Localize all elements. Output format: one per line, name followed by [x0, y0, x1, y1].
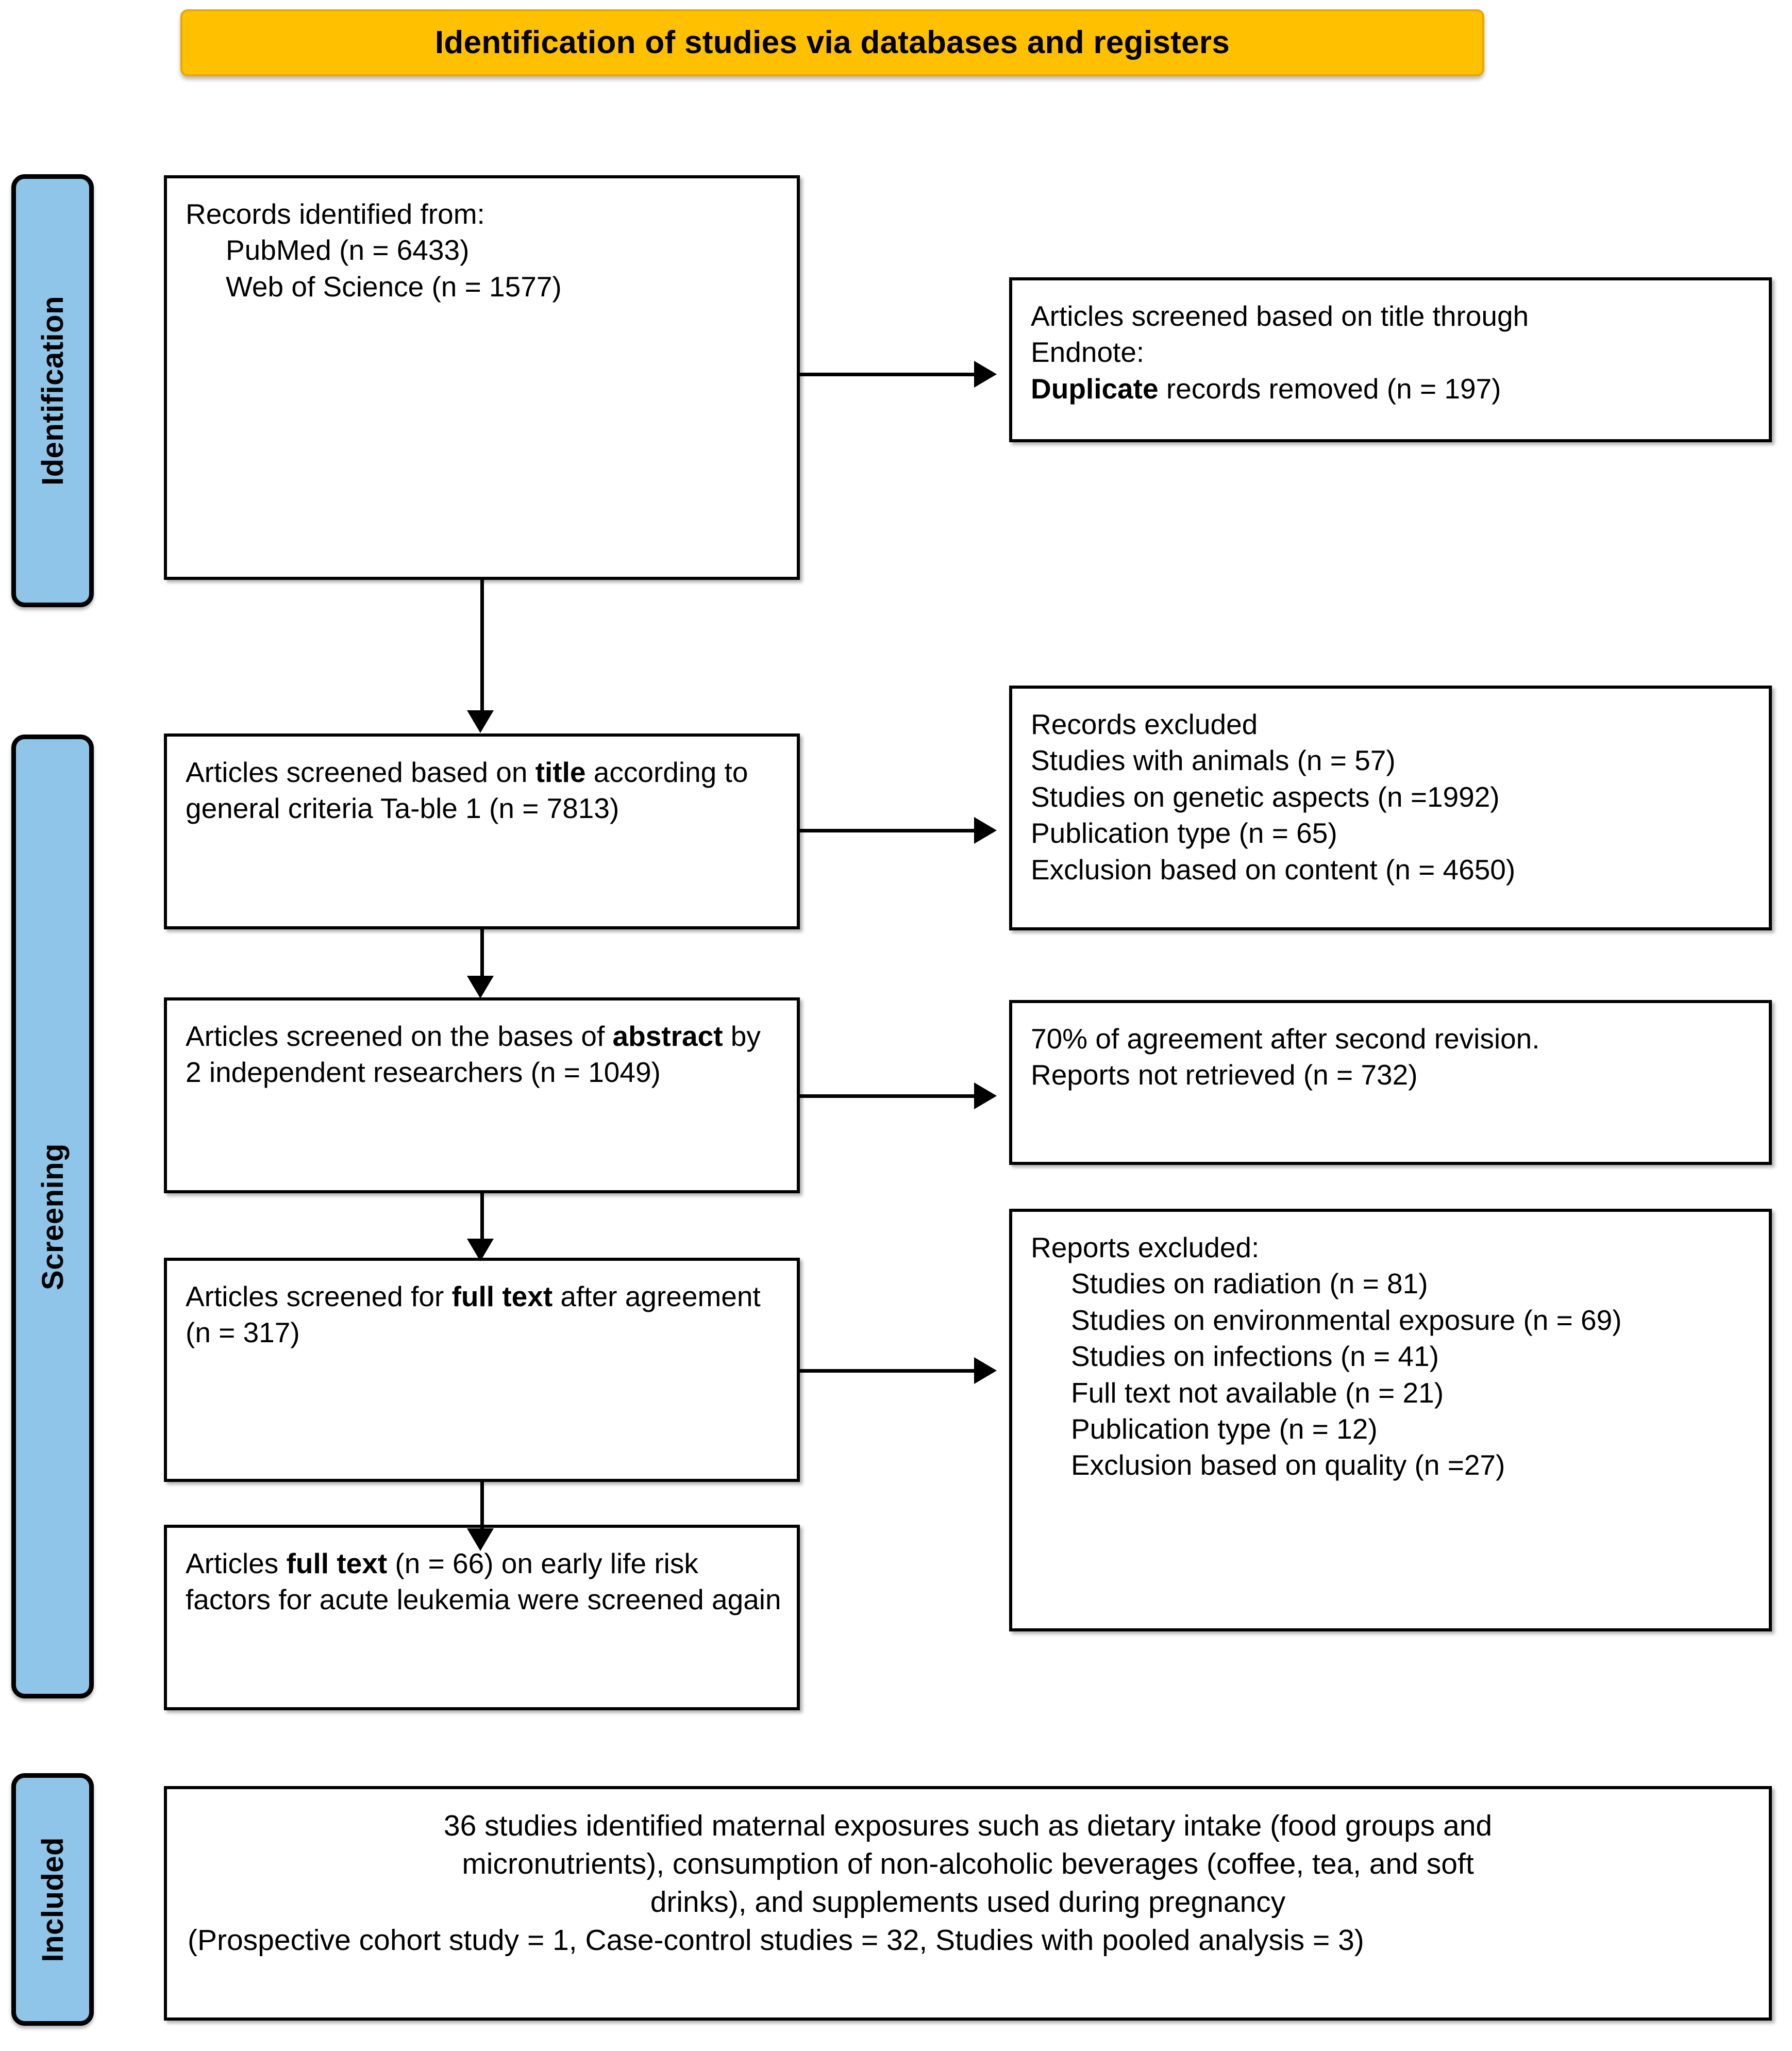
arrowhead-identified-to-title: [467, 710, 494, 733]
fulltext-screening-part1: Articles screened for: [186, 1280, 452, 1312]
banner-title: Identification of studies via databases …: [434, 24, 1230, 60]
title-screening-text: Articles screened based on title accordi…: [186, 754, 781, 827]
stage-label-screening-text: Screening: [36, 1143, 70, 1290]
final-fulltext-part3: (n = 66) on early life risk factors for …: [186, 1547, 781, 1616]
connector-title-to-excluded: [800, 829, 978, 832]
title-screening-part3: according to general criteria Ta-ble 1 (…: [186, 756, 756, 825]
title-screening-bold-word: title: [535, 756, 586, 788]
box-records-excluded: Records excluded Studies with animals (n…: [1009, 686, 1772, 930]
duplicates-line-2: Endnote:: [1031, 336, 1145, 369]
reports-excluded-item: Exclusion based on quality (n =27): [1071, 1449, 1505, 1481]
included-summary-line-1: 36 studies identified maternal exposures…: [443, 1809, 1493, 1842]
box-title-screening: Articles screened based on title accordi…: [164, 733, 800, 929]
records-identified-pubmed: PubMed (n = 6433): [226, 234, 470, 266]
reports-excluded-item: Studies on environmental exposure (n = 6…: [1071, 1304, 1622, 1336]
records-excluded-heading: Records excluded: [1031, 708, 1258, 740]
included-summary-line-3: drinks), and supplements used during pre…: [650, 1886, 1286, 1919]
final-fulltext-part1: Articles: [186, 1547, 287, 1579]
box-abstract-screening: Articles screened on the bases of abstra…: [164, 997, 800, 1193]
box-fulltext-screening: Articles screened for full text after ag…: [164, 1258, 800, 1482]
box-reports-not-retrieved: 70% of agreement after second revision. …: [1009, 1000, 1772, 1165]
connector-title-to-abstract: [480, 929, 484, 977]
records-identified-line-1: Records identified from:: [186, 198, 485, 230]
fulltext-screening-bold-word: full text: [451, 1280, 553, 1312]
duplicates-line-1: Articles screened based on title through: [1031, 300, 1529, 332]
box-records-identified: Records identified from: PubMed (n = 643…: [164, 175, 800, 580]
stage-label-included-text: Included: [36, 1837, 70, 1962]
box-reports-excluded: Reports excluded: Studies on radiation (…: [1009, 1209, 1772, 1631]
connector-abstract-to-fulltext: [480, 1193, 484, 1240]
not-retrieved-line-2: Reports not retrieved (n = 732): [1031, 1059, 1418, 1091]
box-duplicates-removed: Articles screened based on title through…: [1009, 277, 1772, 442]
records-excluded-item: Studies with animals (n = 57): [1031, 744, 1396, 777]
abstract-screening-bold-word: abstract: [612, 1020, 723, 1052]
abstract-screening-text: Articles screened on the bases of abstra…: [186, 1018, 781, 1091]
stage-label-identification: Identification: [11, 174, 94, 607]
title-screening-part1: Articles screened based on: [186, 756, 535, 788]
box-included-summary: 36 studies identified maternal exposures…: [164, 1786, 1772, 2021]
duplicates-rest: records removed (n = 197): [1158, 372, 1501, 405]
arrowhead-title-to-abstract: [467, 976, 494, 998]
reports-excluded-item: Studies on radiation (n = 81): [1071, 1268, 1428, 1300]
included-summary-line-4: (Prospective cohort study = 1, Case-cont…: [188, 1924, 1364, 1957]
reports-excluded-heading: Reports excluded:: [1031, 1231, 1260, 1263]
diagram-header-banner: Identification of studies via databases …: [180, 9, 1484, 76]
not-retrieved-line-1: 70% of agreement after second revision.: [1031, 1023, 1540, 1055]
fulltext-screening-part3: after agreement (n = 317): [186, 1280, 768, 1349]
connector-identified-to-title: [480, 580, 484, 711]
reports-excluded-item: Studies on infections (n = 41): [1071, 1340, 1439, 1373]
connector-abstract-to-notretrieved: [800, 1094, 978, 1098]
stage-label-included: Included: [11, 1773, 94, 2026]
connector-fulltext-to-final: [480, 1482, 484, 1529]
records-excluded-item: Studies on genetic aspects (n =1992): [1031, 780, 1500, 813]
abstract-screening-part1: Articles screened on the bases of: [186, 1020, 613, 1052]
reports-excluded-item: Publication type (n = 12): [1071, 1412, 1378, 1445]
stage-label-screening: Screening: [11, 735, 94, 1698]
reports-excluded-item: Full text not available (n = 21): [1071, 1376, 1444, 1409]
box-final-fulltext-articles: Articles full text (n = 66) on early lif…: [164, 1525, 800, 1710]
arrowhead-fulltext-to-excluded: [974, 1357, 997, 1384]
connector-identified-to-duplicates: [800, 373, 978, 376]
abstract-screening-part3: by 2 independent researchers (n = 1049): [186, 1020, 769, 1089]
records-excluded-item: Exclusion based on content (n = 4650): [1031, 853, 1516, 886]
included-summary-line-2: micronutrients), consumption of non-alco…: [462, 1847, 1474, 1881]
connector-fulltext-to-excluded: [800, 1369, 978, 1373]
arrowhead-abstract-to-notretrieved: [974, 1082, 997, 1109]
arrowhead-abstract-to-fulltext: [467, 1239, 494, 1261]
duplicates-bold-word: Duplicate: [1031, 372, 1159, 405]
arrowhead-identified-to-duplicates: [974, 361, 997, 388]
arrowhead-title-to-excluded: [974, 817, 997, 844]
records-excluded-item: Publication type (n = 65): [1031, 817, 1337, 849]
arrowhead-fulltext-to-final: [467, 1528, 494, 1551]
duplicates-line-3: Duplicate records removed (n = 197): [1031, 371, 1753, 407]
final-fulltext-bold-word: full text: [286, 1547, 388, 1579]
fulltext-screening-text: Articles screened for full text after ag…: [186, 1278, 781, 1351]
records-identified-wos: Web of Science (n = 1577): [226, 270, 562, 303]
stage-label-identification-text: Identification: [36, 296, 70, 486]
final-fulltext-text: Articles full text (n = 66) on early lif…: [186, 1545, 781, 1618]
